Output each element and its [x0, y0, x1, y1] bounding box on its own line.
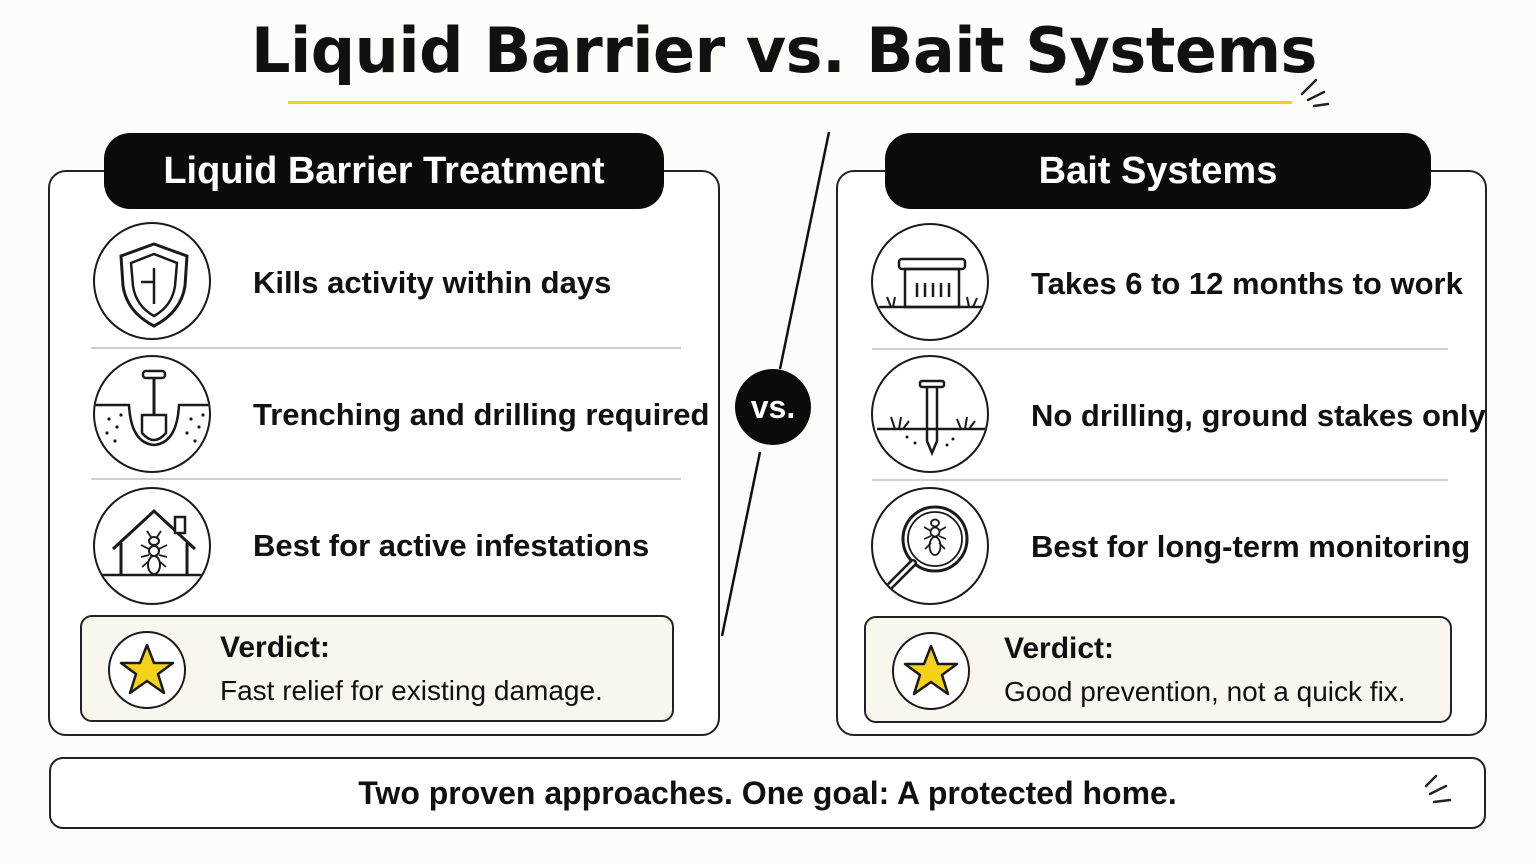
shield-icon [93, 222, 211, 340]
liquid-barrier-verdict: Verdict: Fast relief for existing damage… [80, 615, 674, 722]
sparkle-icon [1300, 78, 1330, 108]
bait-systems-verdict: Verdict: Good prevention, not a quick fi… [864, 616, 1452, 723]
verdict-title: Verdict: [220, 631, 331, 664]
row-divider [872, 479, 1448, 481]
liquid-barrier-heading: Liquid Barrier Treatment [104, 133, 664, 209]
shovel-trench-icon [93, 355, 211, 473]
row-label-trenching: Trenching and drilling required [253, 397, 710, 432]
row-divider [91, 347, 681, 349]
row-label-long-term: Best for long-term monitoring [1031, 529, 1471, 564]
sparkle-icon [1424, 774, 1452, 804]
row-divider [872, 348, 1448, 350]
footer-banner: Two proven approaches. One goal: A prote… [49, 757, 1486, 829]
verdict-title: Verdict: [1004, 632, 1115, 665]
verdict-text: Good prevention, not a quick fix. [1004, 676, 1406, 707]
row-divider [91, 478, 681, 480]
page-title: Liquid Barrier vs. Bait Systems [251, 14, 1317, 87]
magnifier-termite-icon [871, 487, 989, 605]
bait-systems-heading: Bait Systems [885, 133, 1431, 209]
row-label-active-infestations: Best for active infestations [253, 528, 650, 563]
star-icon [892, 632, 970, 710]
star-icon [108, 631, 186, 709]
row-label-takes-months: Takes 6 to 12 months to work [1031, 266, 1463, 301]
row-label-no-drilling: No drilling, ground stakes only [1031, 398, 1486, 433]
bait-station-icon [871, 223, 989, 341]
verdict-text: Fast relief for existing damage. [220, 675, 603, 706]
house-termite-icon [93, 487, 211, 605]
footer-text: Two proven approaches. One goal: A prote… [358, 774, 1177, 811]
ground-stake-icon [871, 355, 989, 473]
vs-badge: vs. [735, 369, 811, 445]
row-label-kills-activity: Kills activity within days [253, 265, 612, 300]
title-underline [288, 101, 1292, 104]
